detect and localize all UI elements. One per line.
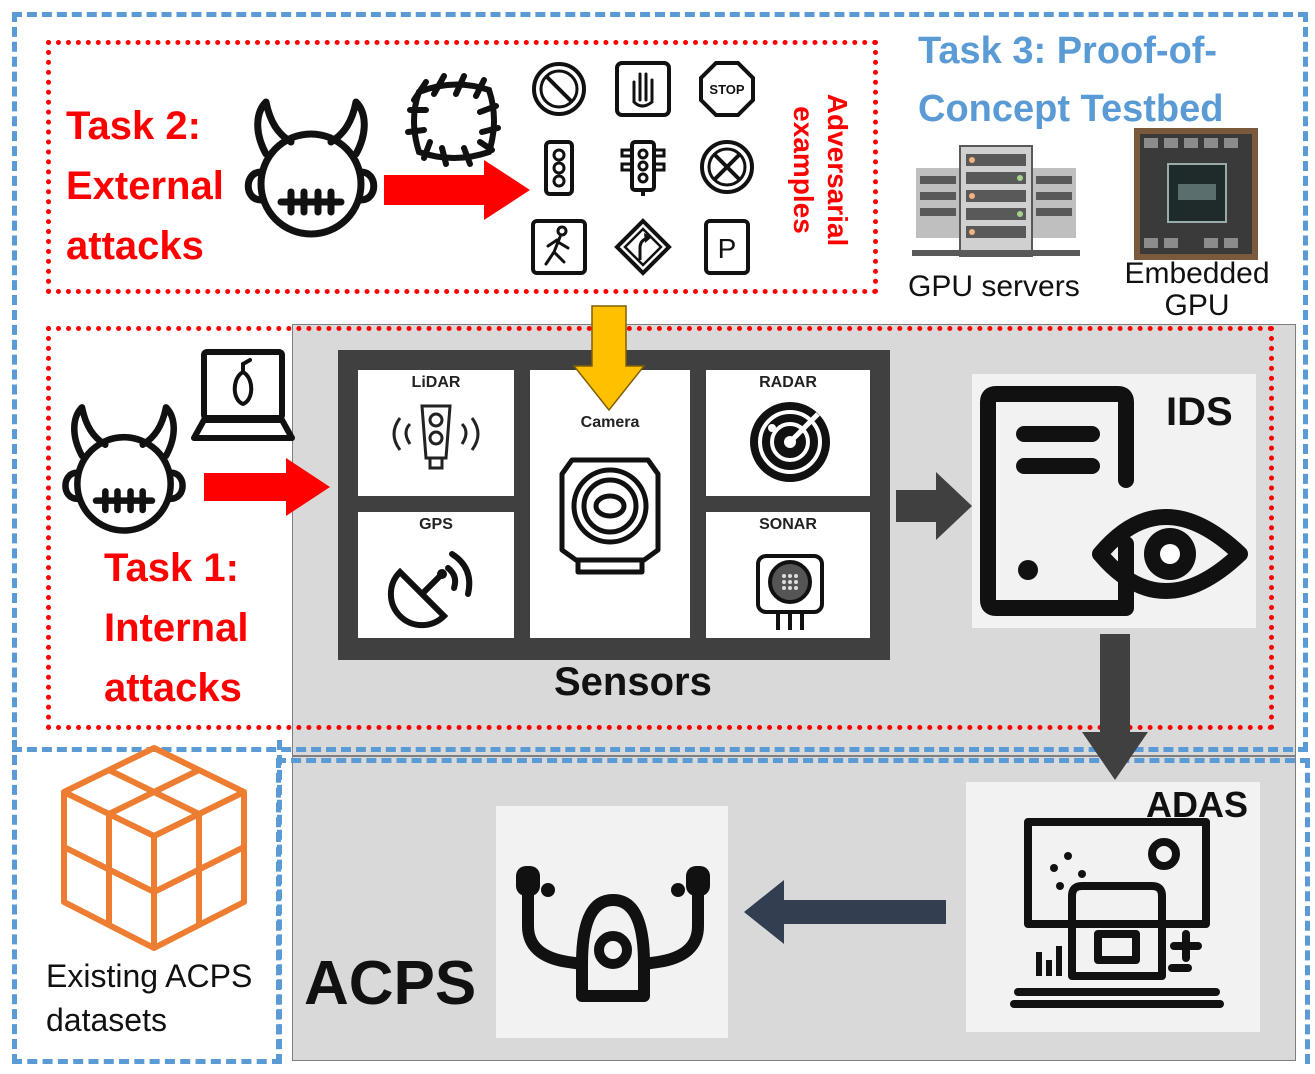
- lidar-icon: [392, 404, 480, 470]
- adversarial-examples-label: Adversarial examples: [780, 80, 860, 260]
- acps-label: ACPS: [304, 949, 477, 1018]
- gps-satellite-dish-icon: [387, 551, 473, 629]
- gps-label: GPS: [419, 516, 453, 533]
- no-stopping-sign-icon: [700, 140, 754, 194]
- camera-icon: [559, 457, 661, 575]
- gpu-servers-icon: [912, 145, 1080, 257]
- adas-dashboard-icon: [1010, 818, 1224, 1008]
- embedded-gpu-line1: Embedded: [1124, 257, 1270, 290]
- internal-attack-arrow: [204, 458, 330, 516]
- embedded-gpu-label: Embedded GPU: [1112, 258, 1282, 322]
- datasets-boundary: [12, 740, 282, 1064]
- gpu-servers-label: GPU servers: [908, 270, 1080, 303]
- laptop-icon: [191, 349, 295, 441]
- traffic-signal-icon: [620, 140, 666, 196]
- task1-title: Task 1: Internal attacks: [104, 538, 248, 718]
- external-attack-arrow: [384, 160, 530, 220]
- adversarial-patch-icon: [405, 73, 501, 167]
- sonar-sensor-icon: [756, 554, 824, 630]
- stop-sign-icon: STOP: [699, 61, 755, 117]
- task1-boundary: [46, 326, 1274, 730]
- datasets-cube-icon: [61, 745, 247, 951]
- sensors-title: Sensors: [554, 660, 712, 704]
- embedded-gpu-icon: [1134, 128, 1258, 260]
- curve-ahead-sign-icon: [614, 218, 672, 276]
- radar-label: RADAR: [759, 374, 817, 391]
- sensor-sonar: SONAR: [706, 512, 870, 638]
- ids-server-eye-icon: [980, 386, 1248, 616]
- traffic-light-sign-icon: [544, 140, 574, 196]
- stop-sign-text: STOP: [709, 82, 744, 97]
- sonar-label: SONAR: [759, 516, 817, 533]
- adas-to-steering-arrow: [744, 880, 946, 944]
- task2-boundary: [46, 40, 878, 294]
- adversarial-to-camera-arrow: [572, 305, 646, 412]
- camera-label: Camera: [580, 414, 640, 431]
- radar-icon: [750, 402, 830, 482]
- lidar-label: LiDAR: [411, 374, 461, 391]
- ids-to-adas-arrow: [1082, 634, 1148, 780]
- steering-yoke-icon: [516, 866, 710, 1002]
- adas-label: ADAS: [1146, 784, 1249, 825]
- task3-line1: Task 3: Proof-of-: [918, 30, 1218, 72]
- adversarial-line2: examples: [788, 106, 819, 234]
- ids-label: IDS: [1166, 390, 1233, 434]
- datasets-line1: Existing ACPS: [46, 958, 253, 994]
- embedded-gpu-line2: GPU: [1164, 289, 1230, 322]
- sensor-radar: RADAR: [706, 370, 870, 496]
- task2-line1: Task 2:: [66, 104, 201, 148]
- task3-line2: Concept Testbed: [918, 88, 1224, 130]
- pedestrian-sign-icon: [531, 219, 587, 275]
- datasets-label: Existing ACPS datasets: [46, 954, 252, 1042]
- internal-attacker-icon: [62, 404, 186, 534]
- parking-sign-text: P: [718, 233, 737, 264]
- sensor-lidar: LiDAR: [358, 370, 514, 496]
- datasets-line2: datasets: [46, 1002, 167, 1038]
- task1-line1: Task 1:: [104, 546, 239, 590]
- task3-boundary: [12, 12, 1308, 752]
- task2-title: Task 2: External attacks: [66, 96, 224, 276]
- no-entry-sign-icon: [532, 62, 586, 116]
- task2-line3: attacks: [66, 224, 204, 268]
- sensors-to-ids-arrow: [896, 472, 972, 540]
- parking-sign-icon: P: [704, 219, 750, 275]
- task2-line2: External: [66, 164, 224, 208]
- external-attacker-icon: [244, 98, 378, 238]
- task1-line3: attacks: [104, 666, 242, 710]
- sensor-gps: GPS: [358, 512, 514, 638]
- task3-title: Task 3: Proof-of- Concept Testbed: [918, 22, 1223, 138]
- adversarial-line1: Adversarial: [822, 93, 853, 247]
- stop-hand-sign-icon: [615, 61, 671, 117]
- task1-line2: Internal: [104, 606, 249, 650]
- sensor-camera: Camera: [530, 370, 690, 638]
